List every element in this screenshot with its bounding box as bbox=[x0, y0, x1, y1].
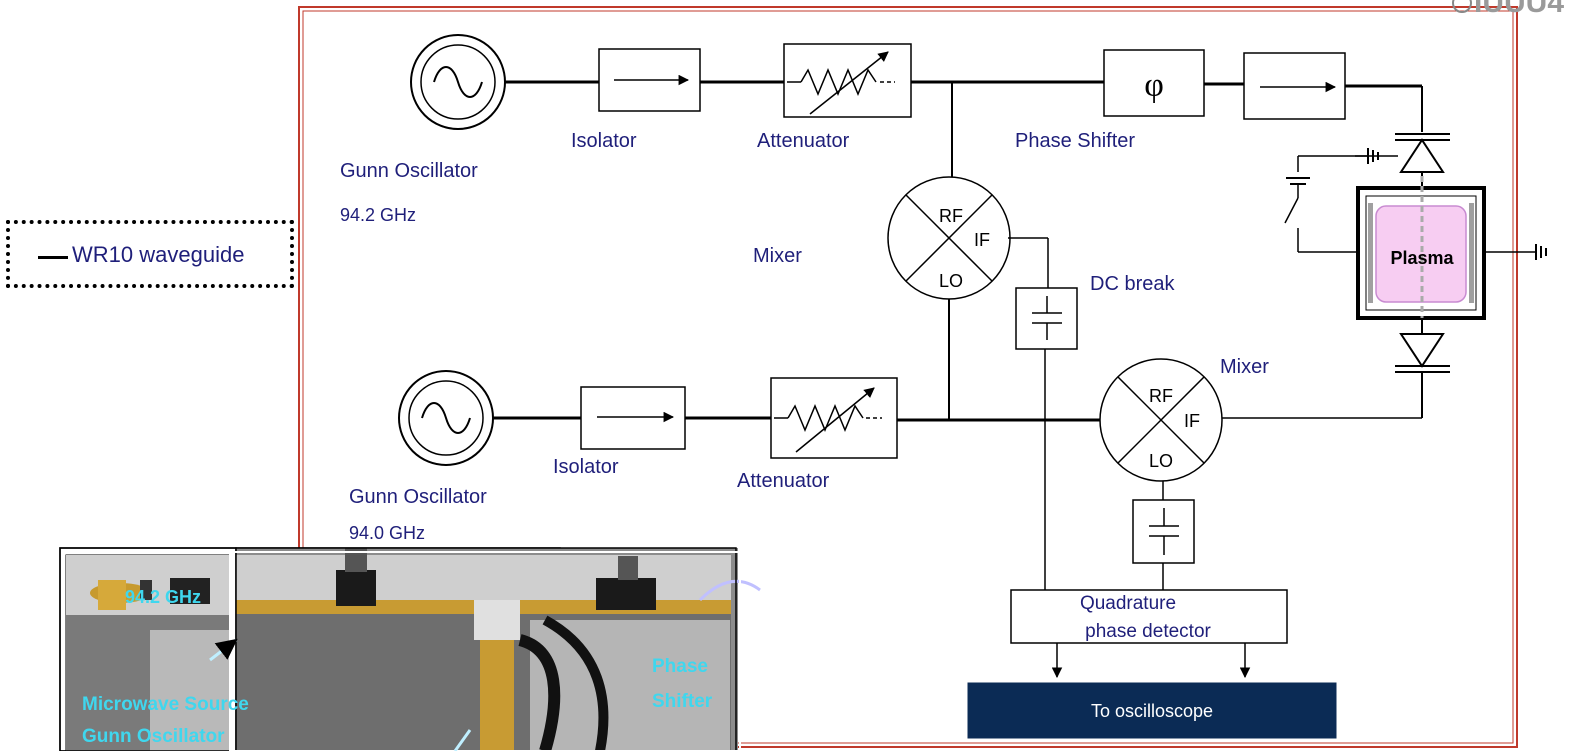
waveguide-legend-line bbox=[38, 256, 68, 259]
mixer-bottom-if: IF bbox=[1184, 411, 1200, 431]
logo: IUUU4 4L bbox=[1453, 0, 1570, 19]
photo-shifter-line1: Phase bbox=[652, 656, 708, 677]
mixer-bottom-lo: LO bbox=[1149, 451, 1173, 471]
attenuator-bottom bbox=[771, 378, 897, 458]
legend-box: WR10 waveguide bbox=[6, 220, 294, 288]
plasma-label: Plasma bbox=[1390, 248, 1454, 268]
photo-shifter-line2: Shifter bbox=[652, 691, 713, 712]
isolator-top-label: Isolator bbox=[571, 130, 637, 152]
mixer-bottom-label: Mixer bbox=[1220, 356, 1269, 378]
plasma-chamber: Plasma bbox=[1358, 176, 1484, 318]
attenuator-top-label: Attenuator bbox=[757, 130, 850, 152]
isolator-output bbox=[1244, 53, 1345, 119]
isolator-top bbox=[599, 49, 700, 111]
attenuator-top bbox=[784, 44, 911, 117]
gunn-top-label: Gunn Oscillator bbox=[340, 160, 478, 182]
oscilloscope-label: To oscilloscope bbox=[1091, 701, 1213, 721]
mixer-bottom-rf: RF bbox=[1149, 386, 1173, 406]
freq-top-label: 94.2 GHz bbox=[340, 205, 416, 225]
mixer-top: RF IF LO bbox=[888, 177, 1010, 299]
isolator-bottom-label: Isolator bbox=[553, 456, 619, 478]
waveguide-legend-label: WR10 waveguide bbox=[72, 242, 244, 268]
gunn-bottom-label: Gunn Oscillator bbox=[349, 486, 487, 508]
mixer-top-lo: LO bbox=[939, 271, 963, 291]
gunn-oscillator-top bbox=[411, 35, 505, 129]
photo-source-line1: Microwave Source bbox=[82, 694, 249, 715]
mixer-bottom: RF IF LO bbox=[1100, 359, 1222, 481]
photo-freq-label: 94.2 GHz bbox=[125, 587, 201, 607]
qpd-label-line2: phase detector bbox=[1085, 621, 1211, 642]
qpd-label-line1: Quadrature bbox=[1080, 593, 1176, 614]
mixer-top-label: Mixer bbox=[753, 245, 802, 267]
mixer-top-rf: RF bbox=[939, 206, 963, 226]
phase-shifter-label: Phase Shifter bbox=[1015, 130, 1135, 152]
photo-source-line2: Gunn Oscillator bbox=[82, 726, 225, 747]
isolator-bottom bbox=[581, 387, 685, 449]
diode-bottom bbox=[1395, 318, 1450, 418]
freq-bottom-label: 94.0 GHz bbox=[349, 523, 425, 543]
dc-break-label: DC break bbox=[1090, 273, 1175, 295]
phi-symbol: φ bbox=[1144, 67, 1164, 104]
dc-break-top bbox=[1016, 288, 1077, 349]
phase-shifter: φ bbox=[1104, 50, 1204, 116]
dc-break-bottom bbox=[1133, 500, 1194, 563]
ground-icon-right bbox=[1536, 244, 1546, 260]
mixer-top-if: IF bbox=[974, 230, 990, 250]
attenuator-bottom-label: Attenuator bbox=[737, 470, 830, 492]
photo-extension bbox=[230, 548, 760, 751]
gunn-oscillator-bottom bbox=[399, 371, 493, 465]
logo-text: IUUU4 4L bbox=[1474, 0, 1570, 19]
